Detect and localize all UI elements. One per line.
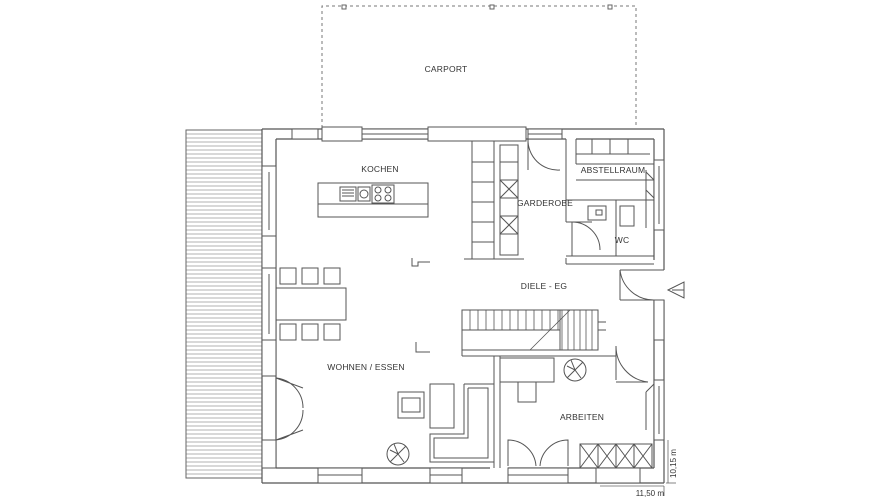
- dining-table: [275, 267, 347, 341]
- stair-treads: [469, 309, 593, 351]
- staircase: [461, 309, 617, 357]
- service-room-walls: [565, 139, 654, 265]
- room-label-wohnen: WOHNEN / ESSEN: [327, 362, 404, 372]
- office-walls: [493, 345, 649, 468]
- carport-outline: [321, 5, 637, 128]
- windows-bottom: [317, 467, 641, 484]
- office-door: [507, 439, 569, 467]
- terrace-deck-lines: [186, 133, 262, 475]
- wc-fixtures: [587, 205, 635, 227]
- patio-door: [275, 377, 304, 441]
- living-furniture: [397, 383, 495, 463]
- windows-top: [291, 126, 563, 142]
- office-desk: [499, 357, 555, 403]
- office-window-detail: [645, 383, 655, 430]
- kitchen-island: [317, 182, 429, 218]
- wardrobe-cabinets: [464, 140, 524, 260]
- plant-icon: [386, 442, 410, 466]
- room-label-abstellraum: ABSTELLRAUM: [581, 165, 646, 175]
- room-label-arbeiten: ARBEITEN: [560, 412, 604, 422]
- entrance-arrow-icon: [666, 281, 685, 299]
- abstellraum-shelves: [645, 170, 655, 228]
- entrance-door: [619, 269, 664, 301]
- windows-right: [653, 159, 665, 441]
- office-plant-icon: [563, 358, 587, 382]
- carport-posts: [341, 4, 613, 10]
- dimension-lines: [600, 440, 676, 496]
- room-label-kochen: KOCHEN: [361, 164, 399, 174]
- windows-left: [261, 165, 277, 469]
- office-shelf: [579, 443, 653, 469]
- terrace-deck: [185, 129, 263, 479]
- partition-pieces: [411, 258, 430, 353]
- room-label-garderobe: GARDEROBE: [517, 198, 573, 208]
- room-label-diele: DIELE - EG: [521, 281, 567, 291]
- exterior-walls: [261, 128, 665, 484]
- dimension-depth: 10,15 m: [669, 449, 678, 478]
- room-label-wc: WC: [615, 235, 630, 245]
- room-label-carport: CARPORT: [425, 64, 468, 74]
- dimension-width: 11,50 m: [636, 489, 665, 498]
- wc-door: [571, 221, 601, 256]
- garderobe-door: [527, 138, 561, 171]
